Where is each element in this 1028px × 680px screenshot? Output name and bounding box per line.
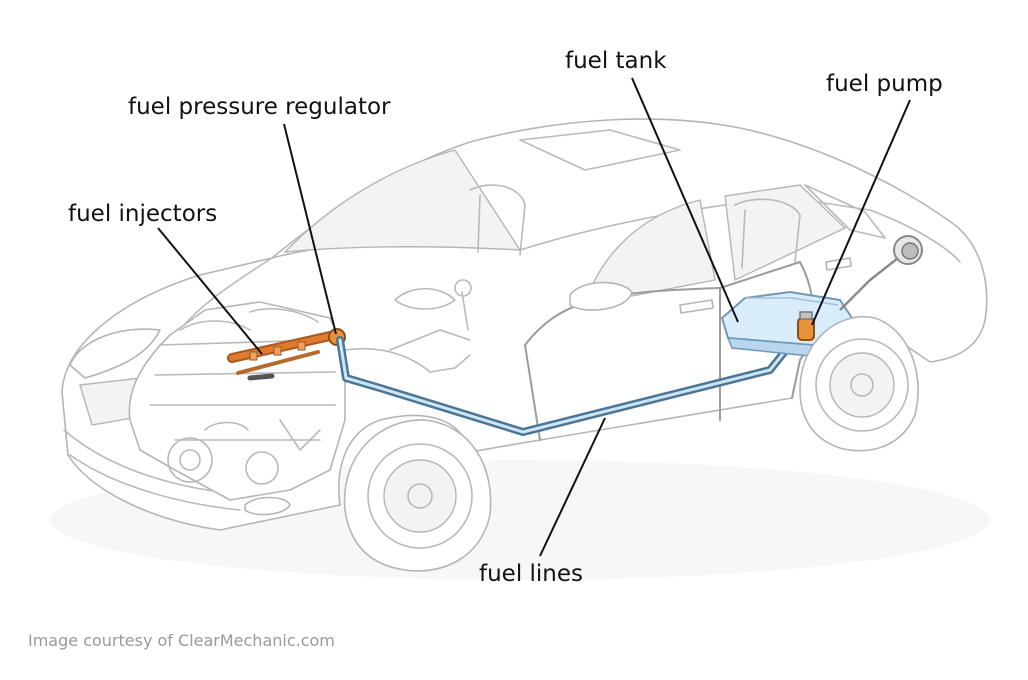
leader-fuel-injectors: [157, 227, 263, 355]
leader-fuel-tank: [631, 77, 739, 323]
leader-fuel-pump: [811, 99, 911, 326]
label-fuel-lines: fuel lines: [479, 561, 584, 587]
filler-neck: [839, 257, 899, 311]
fuel-tank-part: [721, 291, 853, 357]
headlight: [69, 328, 161, 379]
leader-fuel-pressure-regulator: [283, 123, 337, 335]
rear-door-window: [724, 184, 847, 282]
side-mirror: [569, 281, 633, 311]
rear-seat: [734, 198, 801, 269]
leader-fuel-lines: [539, 417, 606, 557]
rear-wheel: [799, 315, 919, 452]
label-fuel-tank: fuel tank: [565, 48, 667, 74]
sunroof: [519, 129, 681, 171]
quarter-window: [804, 184, 886, 239]
label-fuel-pump: fuel pump: [826, 71, 943, 97]
seat: [469, 184, 526, 256]
label-fuel-injectors: fuel injectors: [68, 201, 218, 227]
fog-light: [244, 496, 291, 516]
label-fuel-pressure-regulator: fuel pressure regulator: [128, 94, 391, 120]
image-credit: Image courtesy of ClearMechanic.com: [28, 631, 335, 650]
gear-shifter: [454, 279, 472, 331]
engine: [128, 301, 346, 501]
fuel-injectors-rail: [227, 331, 335, 381]
door-handle-front: [679, 299, 714, 314]
steering-wheel: [394, 288, 456, 310]
fuel-pump-part: [797, 311, 815, 341]
front-wheel: [343, 419, 492, 572]
